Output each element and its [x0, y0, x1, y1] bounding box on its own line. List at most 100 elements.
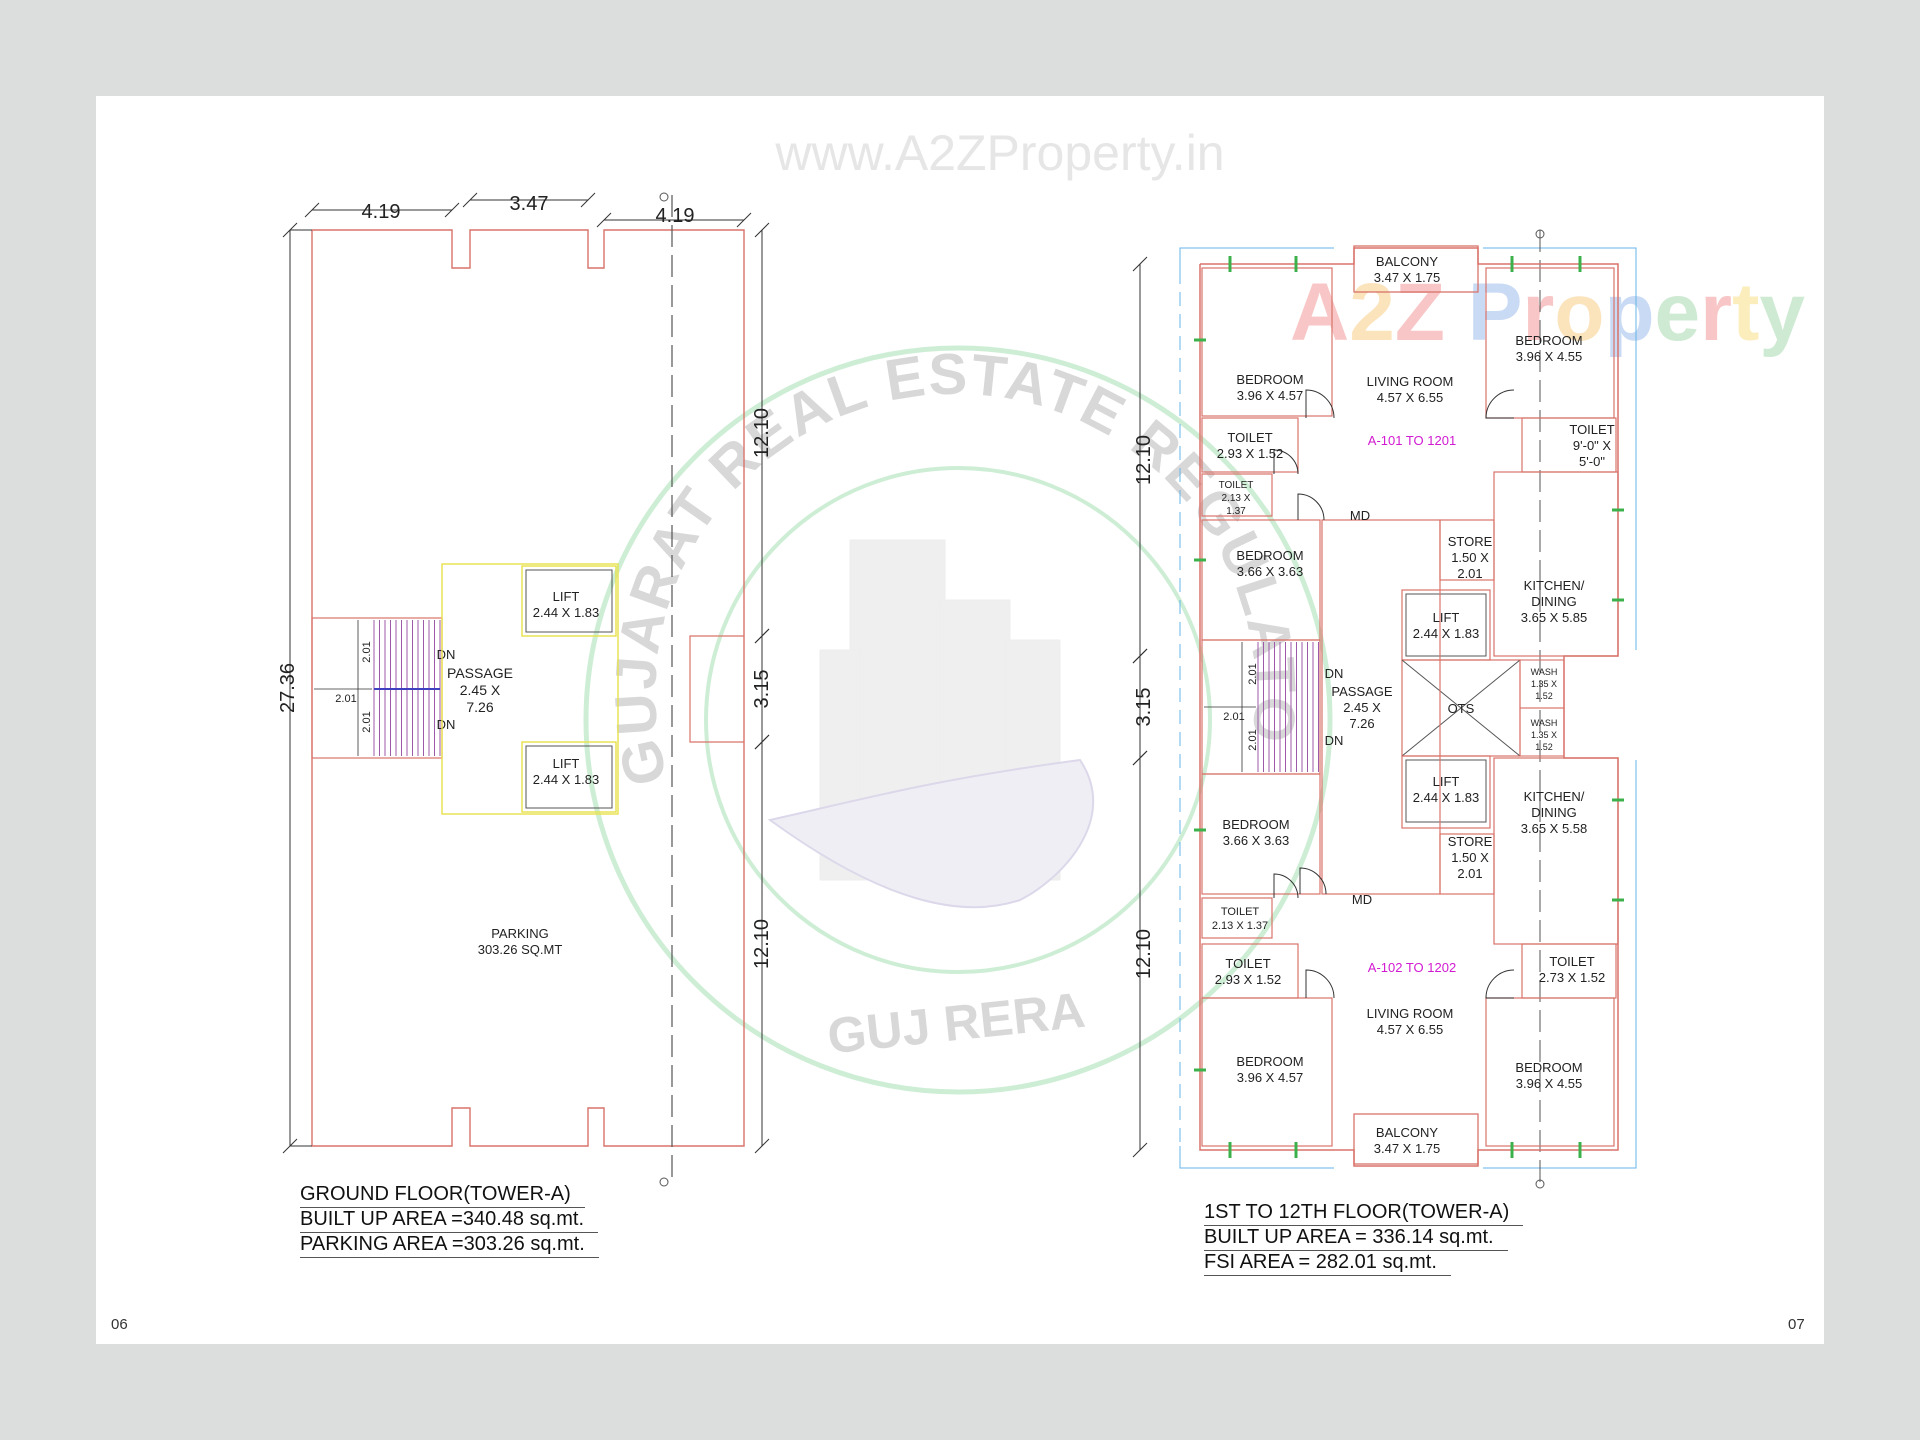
ground-stair-width-2: 2.01 — [361, 711, 373, 732]
brand-letter: 2 — [1349, 267, 1395, 358]
ground-right-length-3: 12.10 — [751, 919, 773, 969]
brand-letter: e — [1655, 267, 1701, 358]
passage — [1321, 519, 1441, 895]
balcony-bottom-size: 3.47 X 1.75 — [1374, 1141, 1441, 1156]
ground-right-length-1: 12.10 — [751, 408, 773, 458]
kitchen-2-size-2: 3.65 X 5.58 — [1521, 821, 1588, 836]
grid-marker — [659, 192, 669, 202]
store-2-name: STORE — [1448, 834, 1493, 849]
brand-letter: A — [1290, 267, 1349, 358]
kitchen-1-name: KITCHEN/ — [1524, 578, 1585, 593]
main-door-top: MD — [1350, 508, 1370, 523]
ground-total-length: 27.36 — [277, 663, 299, 713]
living-room-2-name: LIVING ROOM — [1367, 1006, 1454, 1021]
ground-passage-name: PASSAGE — [447, 665, 513, 681]
lift-top-name: LIFT — [1433, 610, 1460, 625]
door-swing — [1299, 867, 1327, 895]
brand-watermark: A2Z Property — [1290, 267, 1805, 358]
typical-floor-title: 1ST TO 12TH FLOOR(TOWER-A) — [1204, 1200, 1524, 1226]
ground-floor-outline — [311, 229, 745, 1147]
balcony-top-size: 3.47 X 1.75 — [1374, 270, 1441, 285]
dimension-tick — [754, 222, 770, 238]
ground-stair-dn-top: DN — [437, 647, 456, 662]
typical-stair-width-1: 2.01 — [1247, 663, 1259, 684]
seal-inner-ring — [704, 466, 1212, 974]
store-1-name: STORE — [1448, 534, 1493, 549]
door-swing — [1485, 389, 1515, 419]
grid-marker — [1535, 1179, 1545, 1189]
bedroom-1-size: 3.96 X 4.57 — [1237, 388, 1304, 403]
site-watermark: www.A2ZProperty.in — [774, 125, 1224, 181]
kitchen-1 — [1493, 471, 1619, 657]
kitchen-1-size: DINING — [1531, 594, 1577, 609]
brand-letter — [1445, 267, 1468, 358]
unit-label-top: A-101 TO 1201 — [1368, 433, 1456, 448]
typical-stair-width-2: 2.01 — [1247, 729, 1259, 750]
dimension-tick — [754, 734, 770, 750]
dimension-tick — [1132, 648, 1148, 664]
seal-text: GUJARAT REAL ESTATE REGULATORY AUTHORITY — [0, 0, 1308, 791]
bedroom-1-name: BEDROOM — [1236, 372, 1303, 387]
store-1-size-2: 2.01 — [1457, 566, 1482, 581]
bedroom-6 — [1485, 997, 1615, 1147]
toilet-5-size: 2.93 X 1.52 — [1215, 972, 1282, 987]
door-swing — [1273, 449, 1299, 475]
ground-lift-top-size: 2.44 X 1.83 — [533, 605, 600, 620]
toilet-3-name: TOILET — [1219, 480, 1254, 491]
toilet-1-name: TOILET — [1227, 430, 1272, 445]
ground-parking-size: 303.26 SQ.MT — [478, 942, 563, 957]
wash-2 — [1519, 707, 1565, 757]
ground-right-length-2: 3.15 — [751, 670, 773, 709]
toilet-4 — [1201, 897, 1273, 939]
brand-letter: Z — [1395, 267, 1445, 358]
ground-stair-depth: 2.01 — [335, 693, 356, 705]
dimension-tick — [1132, 1142, 1148, 1158]
dimension-tick — [754, 1138, 770, 1154]
store-2-size: 1.50 X — [1451, 850, 1489, 865]
typical-left-length-3: 12.10 — [1133, 929, 1155, 979]
ground-lift-bottom-shaft — [521, 741, 617, 813]
kitchen-2-name: KITCHEN/ — [1524, 789, 1585, 804]
bedroom-5 — [1201, 997, 1333, 1147]
living-room-1-name: LIVING ROOM — [1367, 374, 1454, 389]
lift-bottom-size: 2.44 X 1.83 — [1413, 790, 1480, 805]
passage-size-2: 7.26 — [1349, 716, 1374, 731]
door-swing — [1305, 969, 1335, 999]
store-2-size-2: 2.01 — [1457, 866, 1482, 881]
dimension-tick — [444, 202, 460, 218]
dimension-tick — [754, 628, 770, 644]
passage-size: 2.45 X — [1343, 700, 1381, 715]
wash-2-size: 1.35 X — [1531, 730, 1557, 740]
toilet-1 — [1201, 417, 1299, 473]
grid-marker — [1535, 229, 1545, 239]
unit-label-bottom: A-102 TO 1202 — [1368, 960, 1456, 975]
grid-line — [1179, 247, 1334, 270]
wash-2-name: WASH — [1531, 718, 1558, 728]
page-number-right: 07 — [1788, 1316, 1805, 1333]
balcony-bottom-name: BALCONY — [1376, 1125, 1438, 1140]
dimension-tick — [596, 212, 612, 228]
ground-lift-top-name: LIFT — [553, 589, 580, 604]
kitchen-2 — [1493, 757, 1619, 945]
grid-marker — [659, 1177, 669, 1187]
typical-stair-dn-top: DN — [1325, 666, 1344, 681]
door-swing — [1305, 389, 1335, 419]
lift-bottom — [1405, 759, 1487, 823]
bedroom-1 — [1201, 267, 1333, 417]
ground-lift-top — [525, 569, 613, 633]
ground-top-width-2: 3.47 — [510, 193, 549, 215]
ground-top-width-3: 4.19 — [656, 205, 695, 227]
bedroom-2-size: 3.96 X 4.55 — [1516, 349, 1583, 364]
brand-letter: o — [1554, 267, 1604, 358]
toilet-5-name: TOILET — [1225, 956, 1270, 971]
living-room-2-size: 4.57 X 6.55 — [1377, 1022, 1444, 1037]
typical-floor-builtup-area: BUILT UP AREA = 336.14 sq.mt. — [1204, 1225, 1508, 1251]
bedroom-6-name: BEDROOM — [1515, 1060, 1582, 1075]
ground-floor-builtup-area: BUILT UP AREA =340.48 sq.mt. — [300, 1207, 599, 1233]
brand-letter: y — [1759, 267, 1805, 358]
seal-text-path-label: GUJARAT REAL ESTATE REGULATORY AUTHORITY — [0, 0, 1306, 791]
ground-lift-bottom-size: 2.44 X 1.83 — [533, 772, 600, 787]
ground-lift-bottom — [525, 745, 613, 809]
dimension-tick — [1132, 750, 1148, 766]
